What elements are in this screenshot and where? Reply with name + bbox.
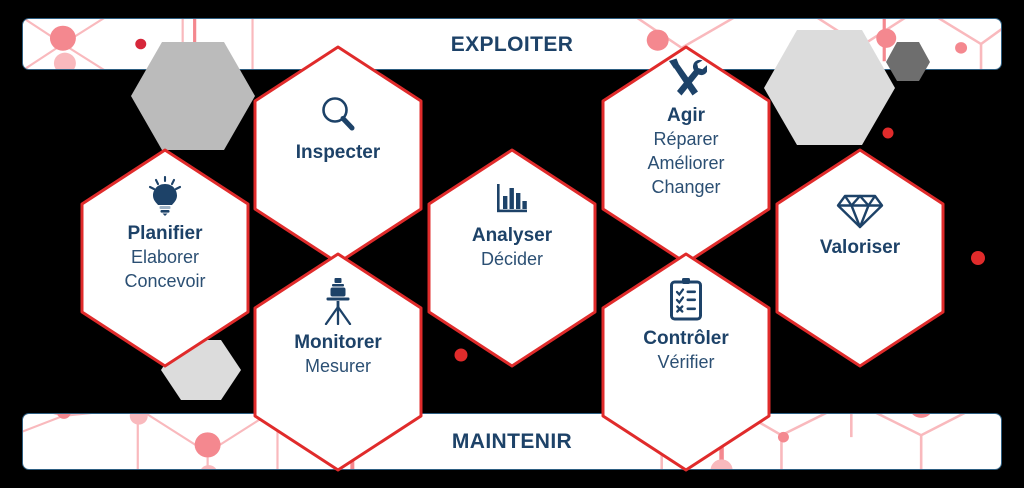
red-dot-topright [882, 127, 894, 139]
hexagon-analyser [427, 148, 597, 368]
banner-top-title: EXPLOITER [450, 33, 574, 56]
hexagon-controler [601, 252, 771, 472]
gray-hexagon-topright [764, 30, 895, 145]
banner-maintenir: MAINTENIR [22, 413, 1002, 470]
hexagon-monitorer [253, 252, 423, 472]
hexagon-valoriser [775, 148, 945, 368]
banner-bottom-title: MAINTENIR [451, 430, 573, 453]
hexagon-agir [601, 45, 771, 265]
hexagon-inspecter [253, 45, 423, 265]
hexagon-planifier [80, 148, 250, 368]
gray-hexagon-small-dark [886, 42, 930, 81]
red-dot-center [454, 348, 468, 362]
gray-hexagon-topleft [131, 42, 255, 150]
red-dot-right [971, 251, 985, 265]
